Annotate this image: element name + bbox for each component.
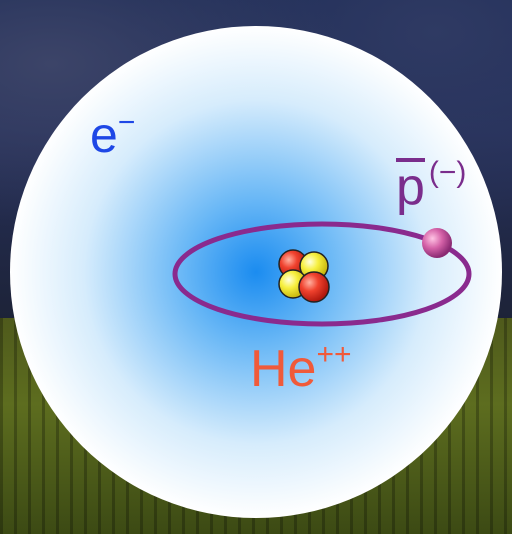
antiproton-particle bbox=[422, 228, 452, 258]
electron-charge: − bbox=[117, 106, 136, 139]
helium-charge: ++ bbox=[316, 338, 352, 371]
electron-symbol: e bbox=[90, 107, 118, 163]
antiproton-label: p(−) bbox=[396, 158, 466, 213]
nucleus-proton bbox=[298, 271, 330, 303]
helium-symbol: He bbox=[250, 340, 317, 398]
helium-nucleus bbox=[278, 249, 330, 303]
antiproton-charge: (−) bbox=[428, 156, 467, 189]
helium-label: He++ bbox=[250, 338, 352, 398]
antiproton-symbol: p bbox=[396, 158, 425, 216]
electron-cloud bbox=[10, 26, 502, 518]
antiproton-orbit bbox=[172, 221, 472, 327]
electron-label: e− bbox=[90, 106, 136, 163]
